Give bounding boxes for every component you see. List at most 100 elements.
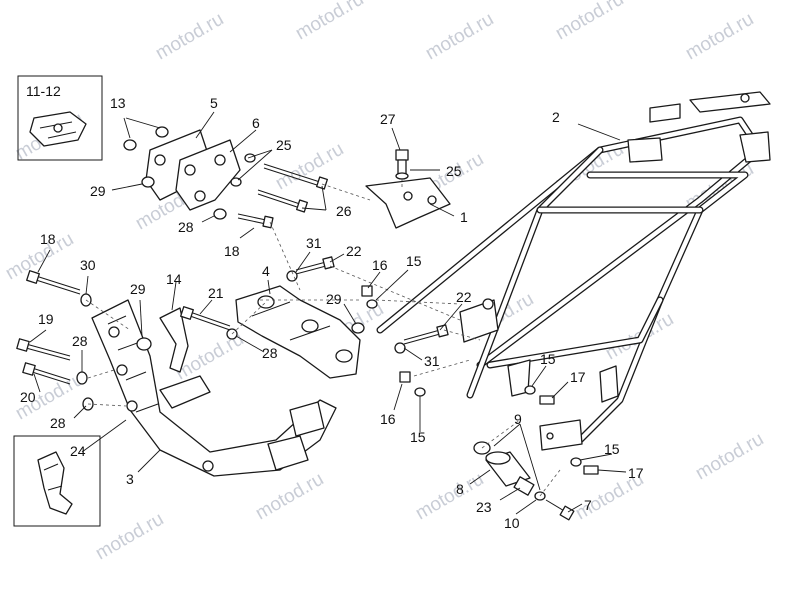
callout-8: 8	[456, 481, 464, 497]
bolt-18-head	[262, 215, 274, 229]
nut-29-icon	[351, 322, 365, 334]
subframe-3-ribs	[107, 315, 159, 413]
bolt-17-head	[539, 395, 555, 405]
callout-28: 28	[178, 219, 194, 235]
callout-25: 25	[446, 163, 462, 179]
callout-19: 19	[38, 311, 54, 327]
engine-mount-plates	[123, 126, 256, 220]
bolt-18-shank	[35, 275, 81, 291]
bolt-16-head	[399, 371, 411, 383]
bolt-20-shank	[31, 367, 71, 381]
callout-10: 10	[504, 515, 520, 531]
bolt-7-head	[559, 505, 575, 521]
subframe-arm	[159, 375, 211, 409]
leader-lines	[29, 111, 627, 515]
subframe-hole	[126, 400, 138, 412]
frame-lug	[599, 365, 619, 403]
nut-13-icon	[123, 139, 137, 151]
frame-hole	[546, 432, 554, 440]
frame-rear-bracket	[739, 131, 771, 163]
bracket-14	[159, 307, 189, 373]
callout-15: 15	[410, 429, 426, 445]
callout-22: 22	[456, 289, 472, 305]
callout-14: 14	[166, 271, 182, 287]
callout-26: 26	[336, 203, 352, 219]
callout-3: 3	[126, 471, 134, 487]
bracket-4-ribs	[251, 301, 331, 341]
callout-15: 15	[604, 441, 620, 457]
watermark-text: motod.ru	[92, 509, 167, 565]
callout-15: 15	[406, 253, 422, 269]
callout-4: 4	[262, 263, 270, 279]
washer-15-icon	[366, 299, 378, 309]
bolt-26-head	[316, 176, 328, 190]
plate-hole	[194, 190, 206, 202]
bolt-16-head	[361, 285, 373, 297]
subframe-hole	[108, 326, 120, 338]
bolt-22-shank	[403, 329, 441, 341]
frame-hole	[740, 93, 750, 103]
callout-6: 6	[252, 115, 260, 131]
callout-22: 22	[346, 243, 362, 259]
callout-labels: 2 13 5 6 25 29 26 28 18 27 25 1 18 30 31…	[20, 95, 644, 531]
bracket-4-bushing	[335, 349, 353, 363]
washer-28-icon	[76, 371, 88, 385]
inset-label: 11-12	[26, 83, 61, 99]
main-frame-2	[376, 91, 771, 451]
callout-21: 21	[208, 285, 224, 301]
bolt-26-head	[296, 199, 308, 213]
subframe-3-body	[91, 299, 337, 477]
frame-bracket-top	[649, 103, 681, 123]
callout-2: 2	[552, 109, 560, 125]
subframe-footbox	[267, 435, 309, 471]
bracket-4-bushing	[301, 319, 319, 333]
nut-13-icon	[155, 126, 169, 138]
watermark-text: motod.ru	[552, 0, 627, 44]
callout-25: 25	[276, 137, 292, 153]
callout-17: 17	[628, 465, 644, 481]
bolt-26-shank	[257, 189, 301, 205]
callout-29: 29	[90, 183, 106, 199]
callout-30: 30	[80, 257, 96, 273]
callout-24: 24	[70, 443, 86, 459]
bracket-4-bushing	[257, 295, 275, 309]
mount-bracket-4	[235, 285, 365, 379]
bracket-24-detail	[43, 463, 63, 491]
bracket-1-plate	[365, 177, 451, 229]
bolt-20-head	[22, 362, 36, 376]
washer-31-icon	[394, 342, 406, 354]
bracket-14-plate	[159, 307, 189, 373]
callout-27: 27	[380, 111, 396, 127]
watermark-text: motod.ru	[692, 429, 767, 485]
bolt-18-shank	[237, 213, 267, 221]
bolt-19-head	[16, 338, 30, 352]
bolt-22-head	[436, 324, 449, 338]
bolt-26-shank	[263, 163, 321, 183]
bolt-22-head	[322, 256, 335, 270]
callout-15: 15	[540, 351, 556, 367]
plate-hole	[154, 154, 166, 166]
subframe-hole	[116, 364, 128, 376]
bracket-24-icon	[37, 451, 73, 515]
bolt-18-head	[26, 270, 40, 284]
watermark-text: motod.ru	[682, 9, 757, 65]
callout-23: 23	[476, 499, 492, 515]
frame-tank-mount	[627, 137, 663, 163]
clip-nut-hole	[53, 123, 63, 133]
bracket-1-hole	[403, 191, 413, 201]
bolt-21-shank	[189, 311, 231, 327]
callout-16: 16	[380, 411, 396, 427]
frame-foot-bracket	[539, 419, 583, 451]
callout-29: 29	[130, 281, 146, 297]
subframe-footbox-top	[289, 401, 325, 437]
washer-15-icon	[570, 457, 582, 467]
callout-1: 1	[460, 209, 468, 225]
callout-28: 28	[72, 333, 88, 349]
bracket-1-hole	[427, 195, 437, 205]
watermark-text: motod.ru	[252, 469, 327, 525]
bracket-4-body	[235, 285, 361, 379]
watermark-layer: motod.ru motod.ru motod.ru motod.ru moto…	[2, 0, 767, 564]
bolt-17-head	[583, 465, 599, 475]
